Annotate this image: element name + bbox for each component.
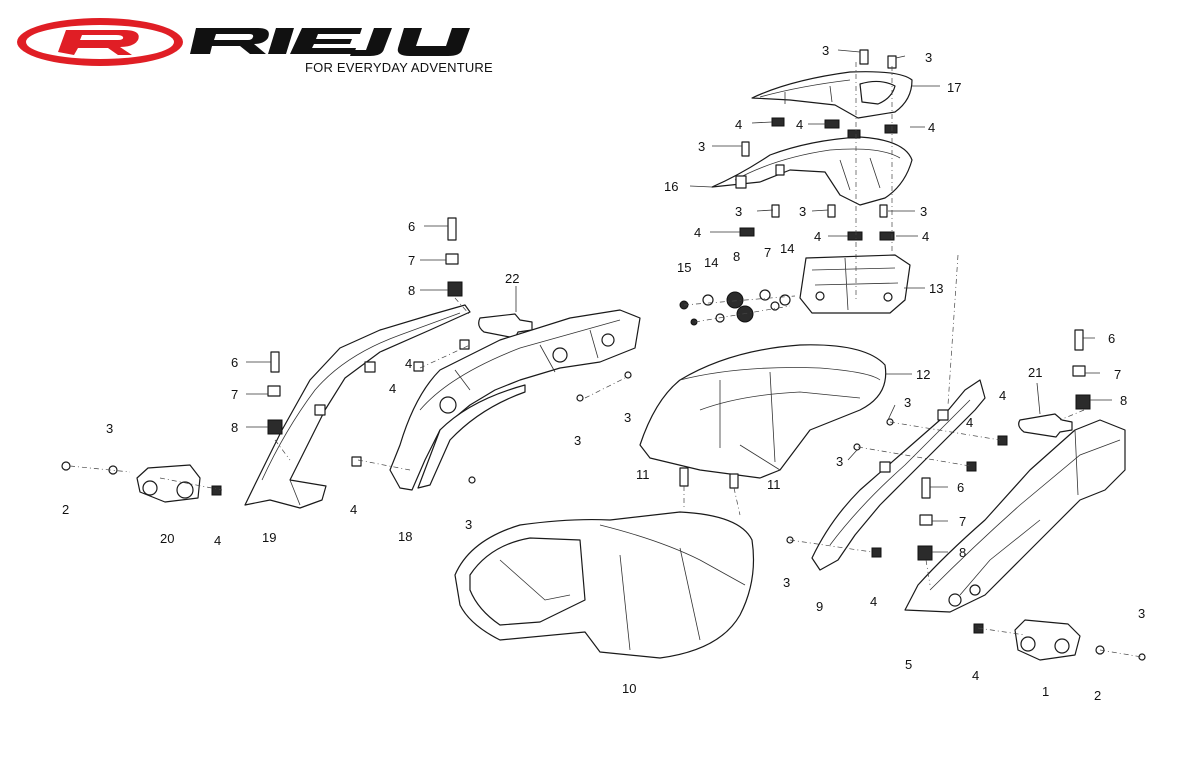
callout-4: 4 bbox=[405, 356, 412, 371]
callout-6: 6 bbox=[231, 355, 238, 370]
callout-7: 7 bbox=[1114, 367, 1121, 382]
brand-tagline: FOR EVERYDAY ADVENTURE bbox=[305, 60, 493, 75]
callout-3: 3 bbox=[904, 395, 911, 410]
callout-4: 4 bbox=[928, 120, 935, 135]
callout-7: 7 bbox=[231, 387, 238, 402]
callout-3: 3 bbox=[822, 43, 829, 58]
leader-lines bbox=[69, 49, 1143, 658]
callout-4: 4 bbox=[922, 229, 929, 244]
callout-8: 8 bbox=[408, 283, 415, 298]
part-18-left-panel bbox=[389, 309, 641, 491]
part-16-rack-frame bbox=[711, 136, 913, 206]
callout-14: 14 bbox=[704, 255, 718, 270]
callout-3: 3 bbox=[783, 575, 790, 590]
callout-2: 2 bbox=[62, 502, 69, 517]
callout-3: 3 bbox=[465, 517, 472, 532]
callout-9: 9 bbox=[816, 599, 823, 614]
callout-8: 8 bbox=[1120, 393, 1127, 408]
part-10-main-seat bbox=[454, 511, 755, 659]
callout-20: 20 bbox=[160, 531, 174, 546]
callout-15: 15 bbox=[677, 260, 691, 275]
callout-10: 10 bbox=[622, 681, 636, 696]
part-19-left-frame bbox=[244, 304, 471, 509]
callout-12: 12 bbox=[916, 367, 930, 382]
callout-4: 4 bbox=[214, 533, 221, 548]
part-5-right-panel bbox=[904, 419, 1126, 613]
callout-4: 4 bbox=[972, 668, 979, 683]
callout-18: 18 bbox=[398, 529, 412, 544]
callout-3: 3 bbox=[735, 204, 742, 219]
hardware bbox=[61, 49, 1146, 661]
callout-6: 6 bbox=[408, 219, 415, 234]
callout-3: 3 bbox=[920, 204, 927, 219]
callout-3: 3 bbox=[799, 204, 806, 219]
callout-13: 13 bbox=[929, 281, 943, 296]
callout-3: 3 bbox=[836, 454, 843, 469]
callout-4: 4 bbox=[966, 415, 973, 430]
part-13-bracket bbox=[799, 254, 911, 314]
part-20-bracket bbox=[136, 464, 201, 503]
callout-3: 3 bbox=[574, 433, 581, 448]
part-9-right-bracket bbox=[811, 379, 986, 571]
callout-17: 17 bbox=[947, 80, 961, 95]
callout-7: 7 bbox=[959, 514, 966, 529]
callout-6: 6 bbox=[957, 480, 964, 495]
callout-3: 3 bbox=[624, 410, 631, 425]
callout-5: 5 bbox=[905, 657, 912, 672]
part-17-top-cover bbox=[751, 71, 913, 119]
callout-11: 11 bbox=[636, 467, 650, 482]
callout-7: 7 bbox=[408, 253, 415, 268]
callout-3: 3 bbox=[925, 50, 932, 65]
callout-4: 4 bbox=[814, 229, 821, 244]
part-1-bracket bbox=[1014, 619, 1081, 661]
part-12-top-seat bbox=[639, 344, 887, 479]
callout-7: 7 bbox=[764, 245, 771, 260]
callout-4: 4 bbox=[350, 502, 357, 517]
callout-22: 22 bbox=[505, 271, 519, 286]
callout-1: 1 bbox=[1042, 684, 1049, 699]
callout-8: 8 bbox=[231, 420, 238, 435]
callout-4: 4 bbox=[735, 117, 742, 132]
callout-4: 4 bbox=[870, 594, 877, 609]
part-22-bolt bbox=[478, 313, 533, 339]
callout-8: 8 bbox=[733, 249, 740, 264]
callout-14: 14 bbox=[780, 241, 794, 256]
callout-11: 11 bbox=[767, 477, 781, 492]
callout-4: 4 bbox=[999, 388, 1006, 403]
callout-2: 2 bbox=[1094, 688, 1101, 703]
callout-3: 3 bbox=[698, 139, 705, 154]
callout-8: 8 bbox=[959, 545, 966, 560]
callout-4: 4 bbox=[389, 381, 396, 396]
callout-6: 6 bbox=[1108, 331, 1115, 346]
part-21-bolt bbox=[1018, 413, 1073, 438]
callout-19: 19 bbox=[262, 530, 276, 545]
rieju-logo bbox=[17, 18, 470, 66]
callout-4: 4 bbox=[694, 225, 701, 240]
callout-3: 3 bbox=[106, 421, 113, 436]
callout-16: 16 bbox=[664, 179, 678, 194]
callout-4: 4 bbox=[796, 117, 803, 132]
callout-3: 3 bbox=[1138, 606, 1145, 621]
callout-21: 21 bbox=[1028, 365, 1042, 380]
callout-labels: 3 3 17 4 4 4 3 16 3 3 3 4 4 4 15 14 8 7 … bbox=[62, 43, 1145, 703]
rieju-wordmark-shape bbox=[190, 28, 470, 56]
